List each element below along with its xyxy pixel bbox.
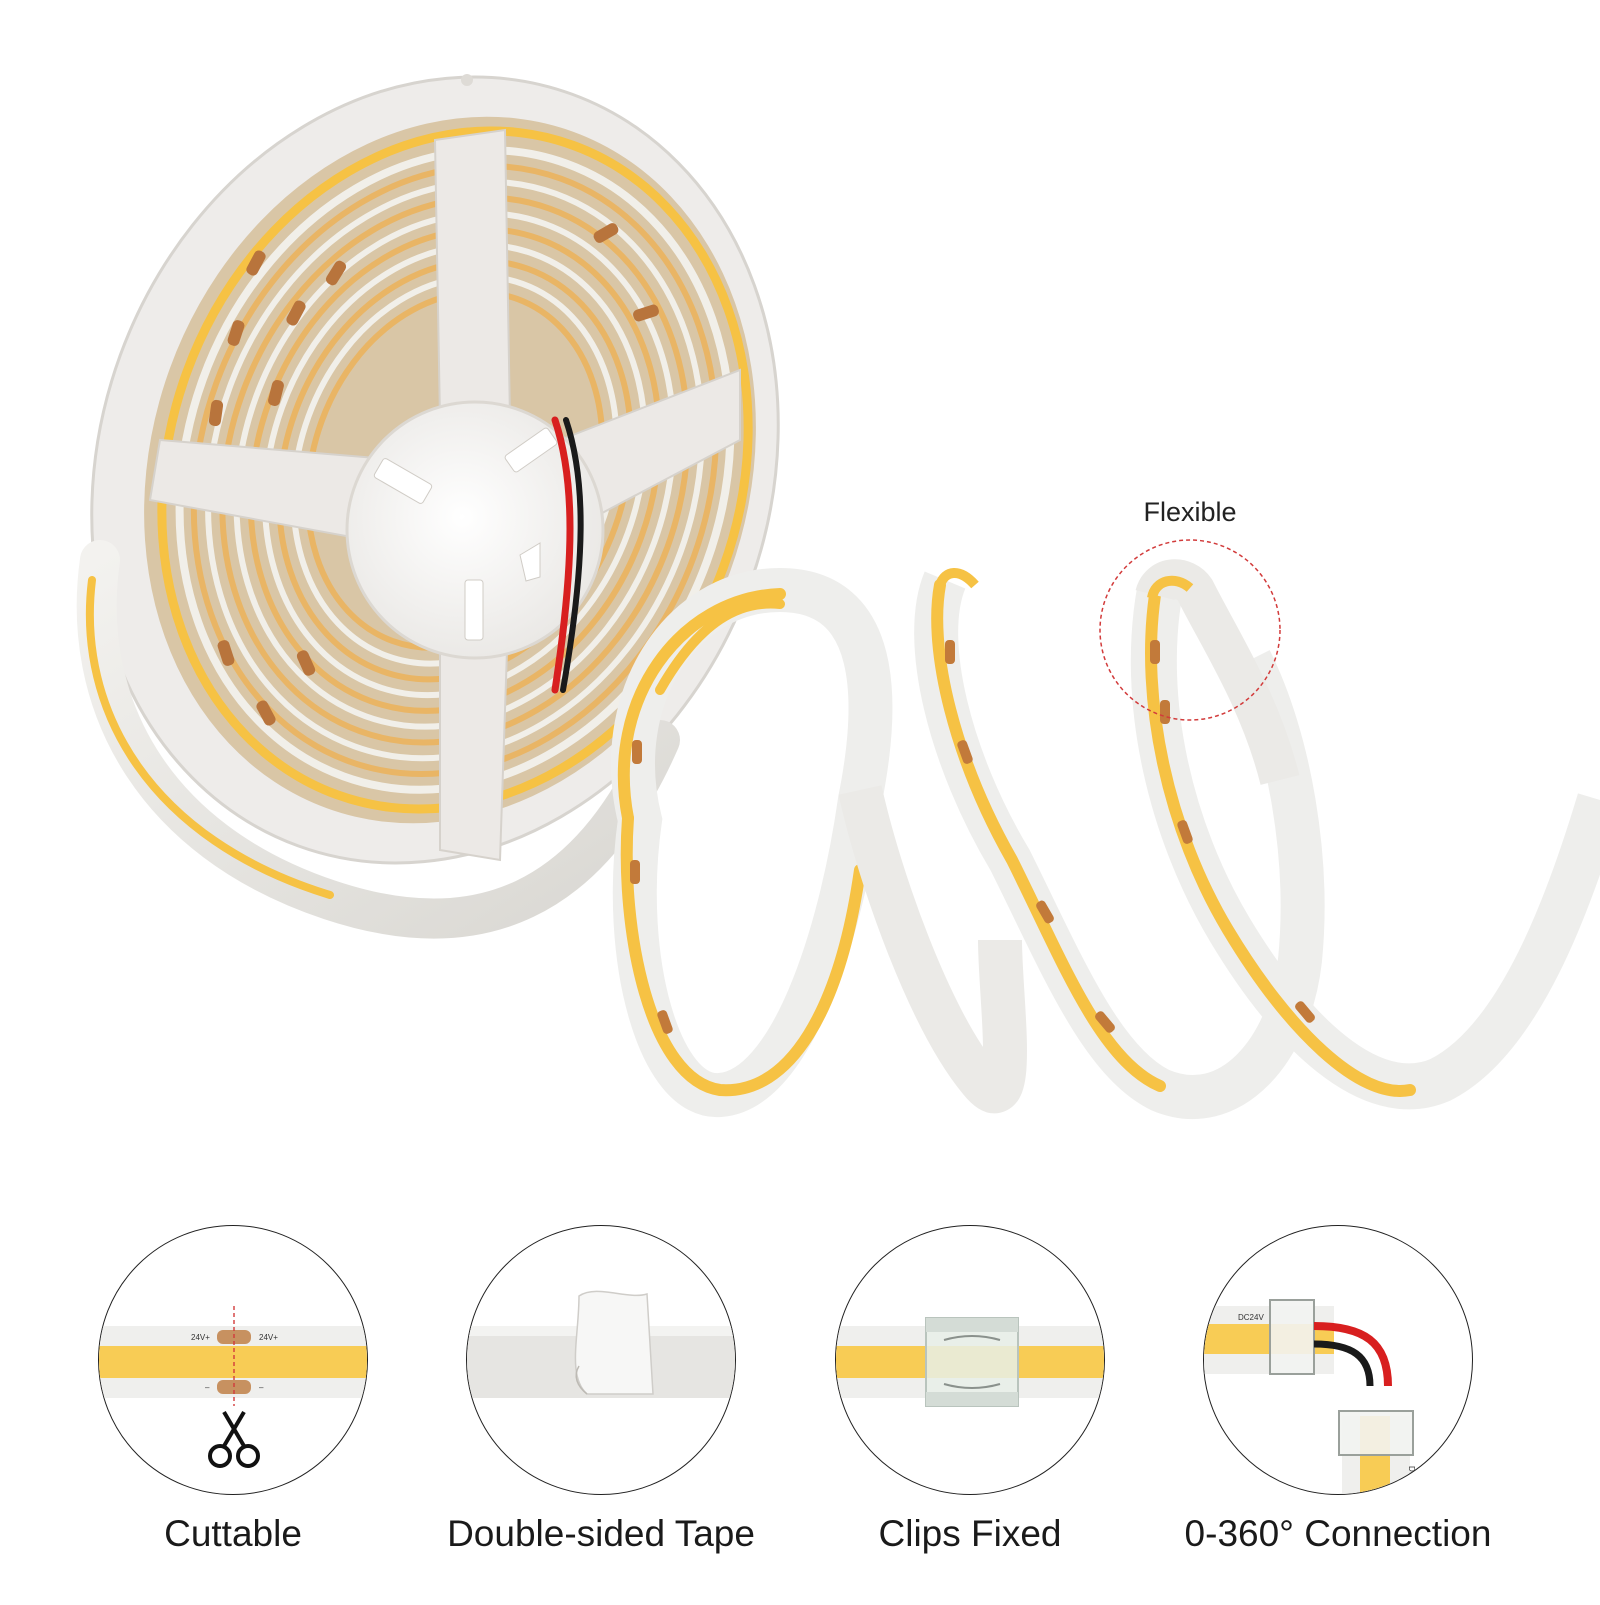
strip-loop-2 [838, 568, 1325, 1119]
flexible-callout-circle [1099, 539, 1281, 721]
cuttable-mark-1: 24V+ [191, 1333, 210, 1342]
coiled-strip [152, 121, 758, 819]
feature-clips-fixed: Clips Fixed [835, 1225, 1105, 1605]
scissors-icon [208, 1410, 260, 1468]
feature-label-double-sided-tape: Double-sided Tape [447, 1513, 755, 1554]
connector-mark-2: DC24V [1407, 1466, 1416, 1492]
feature-label-connection: 0-360° Connection [1184, 1513, 1492, 1554]
tape-illustration [466, 1225, 736, 1495]
feature-label-clips-fixed: Clips Fixed [878, 1513, 1062, 1554]
feature-double-sided-tape: Double-sided Tape [447, 1225, 755, 1605]
flexible-label: Flexible [1143, 497, 1237, 527]
led-strip-reel [90, 74, 780, 865]
strip-loop-1 [611, 567, 893, 1117]
connector-illustration: DC24V DC24V [1203, 1225, 1473, 1495]
connector-icon [1269, 1299, 1414, 1456]
cuttable-mark-3: – [205, 1383, 210, 1392]
cuttable-mark-4: – [259, 1383, 264, 1392]
feature-connection: DC24V DC24V 0-360° Connection [1185, 1225, 1491, 1605]
tape-icon [574, 1290, 654, 1395]
cuttable-illustration: 24V+ 24V+ – – [98, 1225, 368, 1495]
clips-illustration [835, 1225, 1105, 1495]
strip-underside [76, 540, 680, 939]
reel-hub [345, 400, 605, 660]
power-lead-wires [551, 416, 584, 694]
connector-mark-1: DC24V [1238, 1313, 1264, 1322]
cuttable-mark-2: 24V+ [259, 1333, 278, 1342]
clip-icon [925, 1317, 1019, 1407]
feature-cuttable: 24V+ 24V+ – – Cuttable [98, 1225, 368, 1605]
strip-loop-3 [1130, 559, 1600, 1110]
feature-label-cuttable: Cuttable [164, 1513, 302, 1554]
